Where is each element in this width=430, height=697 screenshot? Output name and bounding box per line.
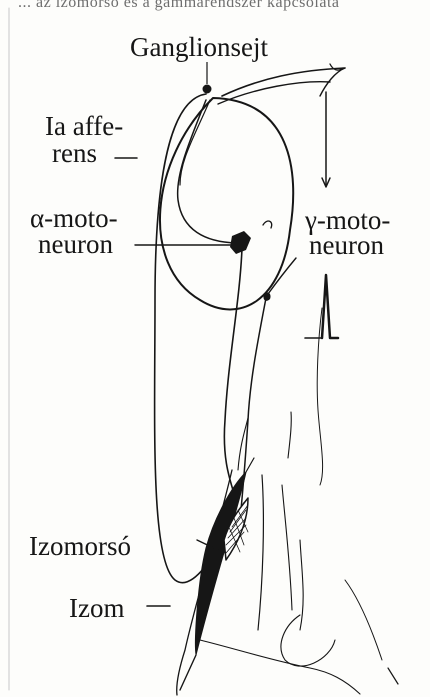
- muscle-tendon-upper: [246, 458, 254, 472]
- muscle-belly: [195, 472, 246, 655]
- ganglion-cell-body: [203, 85, 212, 94]
- limb-outline-right: [258, 475, 263, 630]
- toe-line: [388, 668, 398, 684]
- label-muscle: Izom: [69, 594, 124, 622]
- ia-central-branch: [178, 100, 236, 243]
- action-potential-trace: [322, 275, 338, 338]
- label-alpha-motoneuron-line2: neuron: [38, 230, 113, 258]
- forearm-edge-right: [288, 412, 291, 458]
- small-loop: [263, 221, 272, 228]
- label-alpha-motoneuron-line1: α-moto-: [30, 204, 118, 232]
- bone-outline-a: [282, 485, 292, 610]
- lower-leg-front: [200, 640, 360, 694]
- label-gamma-motoneuron-line2: neuron: [309, 231, 384, 259]
- gamma-motoneuron-soma: [263, 292, 270, 300]
- spinal-cord-outline: [160, 98, 293, 309]
- label-ia-afferent-line1: Ia affe-: [45, 112, 123, 140]
- alpha-motoneuron-soma: [230, 231, 251, 254]
- label-ganglion-cell: Ganglionsejt: [130, 33, 268, 61]
- label-ia-afferent-line2: rens: [52, 139, 97, 167]
- bone-outline-b: [300, 540, 303, 630]
- knee-joint: [281, 615, 335, 666]
- interneuron-fiber: [180, 100, 210, 185]
- lower-leg-back: [345, 580, 382, 660]
- label-muscle-spindle: Izomorsó: [29, 532, 131, 560]
- alpha-motor-axon: [224, 248, 242, 500]
